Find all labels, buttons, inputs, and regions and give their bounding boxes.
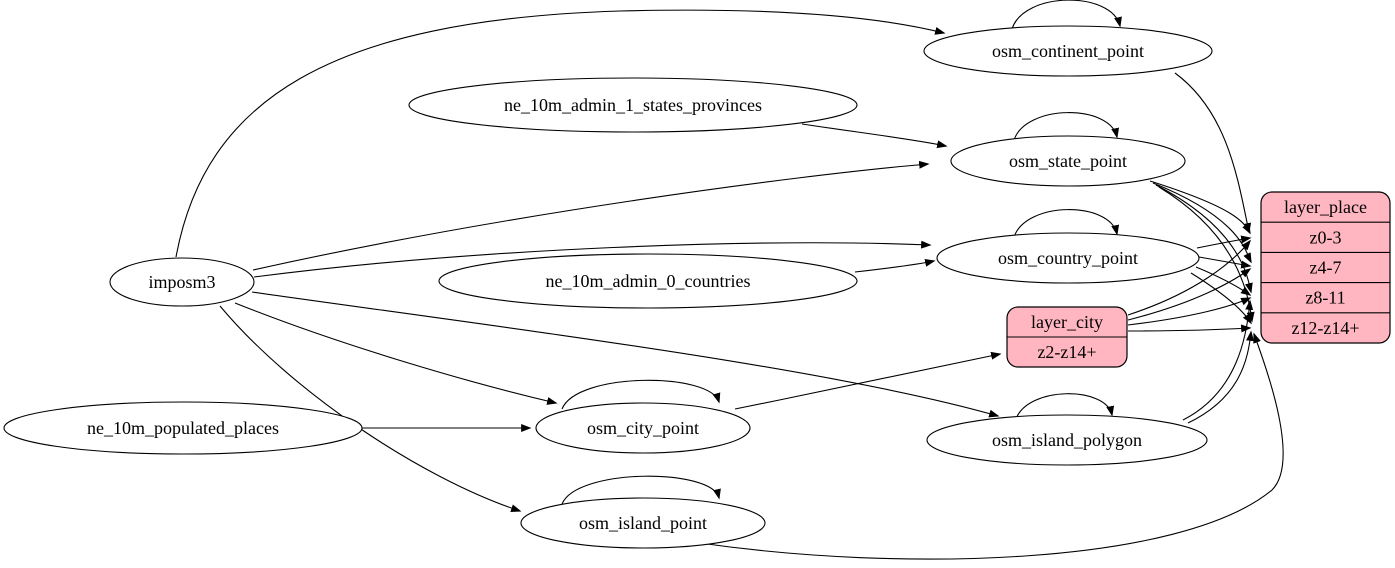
edge-osm_country_point-to-osm_country_point-self-loop <box>1013 209 1120 238</box>
edge-osm_island_point-to-osm_island_point-self-loop <box>561 475 721 505</box>
edge-imposm3-to-osm_continent_point <box>175 9 946 258</box>
node-osm_island_polygon: osm_island_polygon <box>926 414 1208 466</box>
osm_island_polygon-label: osm_island_polygon <box>992 430 1142 450</box>
edge-osm_state_point-to-layer_place:z0-3 <box>1149 180 1251 235</box>
node-layer_place: layer_place z0-3 z4-7 z8-11 z12-z14+ <box>1260 191 1391 344</box>
edge-imposm3-to-osm_state_point <box>252 160 930 271</box>
edge-osm_continent_point-to-osm_continent_point-self-loop <box>1011 0 1122 30</box>
osm_island_polygon-ellipse <box>926 414 1208 466</box>
imposm3-ellipse <box>109 257 255 307</box>
edge-osm_state_point-to-layer_place:z8-11 <box>1155 184 1253 294</box>
layer_place-row-z8-11: z8-11 <box>1305 288 1345 308</box>
node-layer: imposm3 ne_10m_admin_1_states_provincesne… <box>3 25 1391 549</box>
edge-layer_city-to-layer_place:z4-7 <box>1127 268 1252 321</box>
ne_10m_populated_places-label: ne_10m_populated_places <box>87 418 279 438</box>
ne_10m_admin_1_states_provinces-ellipse <box>408 77 858 133</box>
osm_city_point-ellipse <box>535 402 751 454</box>
osm_continent_point-label: osm_continent_point <box>992 41 1144 61</box>
node-osm_country_point: osm_country_point <box>936 232 1200 284</box>
imposm3-label: imposm3 <box>148 272 215 292</box>
edge-osm_island_polygon-to-layer_place:z8-11 <box>1182 299 1254 421</box>
osm_state_point-label: osm_state_point <box>1009 151 1127 171</box>
node-layer_city: layer_city z2-z14+ <box>1006 306 1128 368</box>
edge-osm_island_polygon-to-layer_place:z12-z14+ <box>1187 330 1255 424</box>
edge-ne_10m_admin_1_states_provinces-to-osm_state_point <box>801 123 948 149</box>
node-osm_continent_point: osm_continent_point <box>923 25 1213 77</box>
node-ne_10m_populated_places: ne_10m_populated_places <box>3 401 363 455</box>
edge-layer_city-to-layer_place:z8-11 <box>1127 297 1252 326</box>
osm_state_point-ellipse <box>950 135 1186 187</box>
edge-osm_city_point-to-layer_city:z2-z14+ <box>734 351 1002 410</box>
ne_10m_admin_0_countries-label: ne_10m_admin_0_countries <box>546 271 751 291</box>
edge-osm_continent_point-to-layer_place:z0-3 <box>1174 72 1252 234</box>
layer_city-row-z2-z14+: z2-z14+ <box>1037 342 1096 362</box>
ne_10m_populated_places-ellipse <box>3 401 363 455</box>
edge-osm_country_point-to-layer_place:z12-z14+ <box>1190 272 1252 325</box>
edge-osm_country_point-to-layer_place:z4-7 <box>1198 256 1252 269</box>
edge-osm_island_polygon-to-osm_island_polygon-self-loop <box>1015 393 1115 420</box>
node-ne_10m_admin_0_countries: ne_10m_admin_0_countries <box>438 253 858 309</box>
edge-imposm3-to-osm_country_point <box>253 240 932 278</box>
ne_10m_admin_1_states_provinces-label: ne_10m_admin_1_states_provinces <box>504 95 762 115</box>
layer_place-row-z4-7: z4-7 <box>1310 258 1342 278</box>
node-imposm3: imposm3 <box>109 257 255 307</box>
node-ne_10m_admin_1_states_provinces: ne_10m_admin_1_states_provinces <box>408 77 858 133</box>
layer_place-row-z12-z14+: z12-z14+ <box>1291 318 1359 338</box>
node-osm_city_point: osm_city_point <box>535 402 751 454</box>
osm_continent_point-ellipse <box>923 25 1213 77</box>
edge-layer_city-to-layer_place:z0-3 <box>1127 239 1251 316</box>
edge-osm_city_point-to-osm_city_point-self-loop <box>561 379 721 410</box>
node-osm_island_point: osm_island_point <box>520 497 766 549</box>
layer_city-title: layer_city <box>1031 312 1103 332</box>
node-osm_state_point: osm_state_point <box>950 135 1186 187</box>
osm_country_point-label: osm_country_point <box>998 248 1138 268</box>
edge-osm_island_point-to-layer_place:z12-z14+ <box>699 332 1284 560</box>
osm_island_point-label: osm_island_point <box>579 513 707 533</box>
ne_10m_admin_0_countries-ellipse <box>438 253 858 309</box>
osm_city_point-label: osm_city_point <box>587 418 699 438</box>
edge-osm_state_point-to-osm_state_point-self-loop <box>1013 112 1120 141</box>
layer_place-box <box>1260 191 1391 344</box>
edge-ne_10m_admin_0_countries-to-osm_country_point <box>854 258 936 273</box>
edge-layer_city-to-layer_place:z12-z14+ <box>1127 324 1252 333</box>
osm_island_point-ellipse <box>520 497 766 549</box>
osm_country_point-ellipse <box>936 232 1200 284</box>
edge-imposm3-to-osm_city_point <box>234 302 558 405</box>
layer_place-title: layer_place <box>1284 197 1367 217</box>
edge-osm_country_point-to-layer_place:z0-3 <box>1196 235 1252 249</box>
edge-osm_state_point-to-layer_place:z4-7 <box>1152 182 1252 264</box>
edge-imposm3-to-osm_island_polygon <box>251 291 1000 418</box>
edge-osm_country_point-to-layer_place:z8-11 <box>1195 266 1252 296</box>
layer_place-row-z0-3: z0-3 <box>1310 227 1342 247</box>
